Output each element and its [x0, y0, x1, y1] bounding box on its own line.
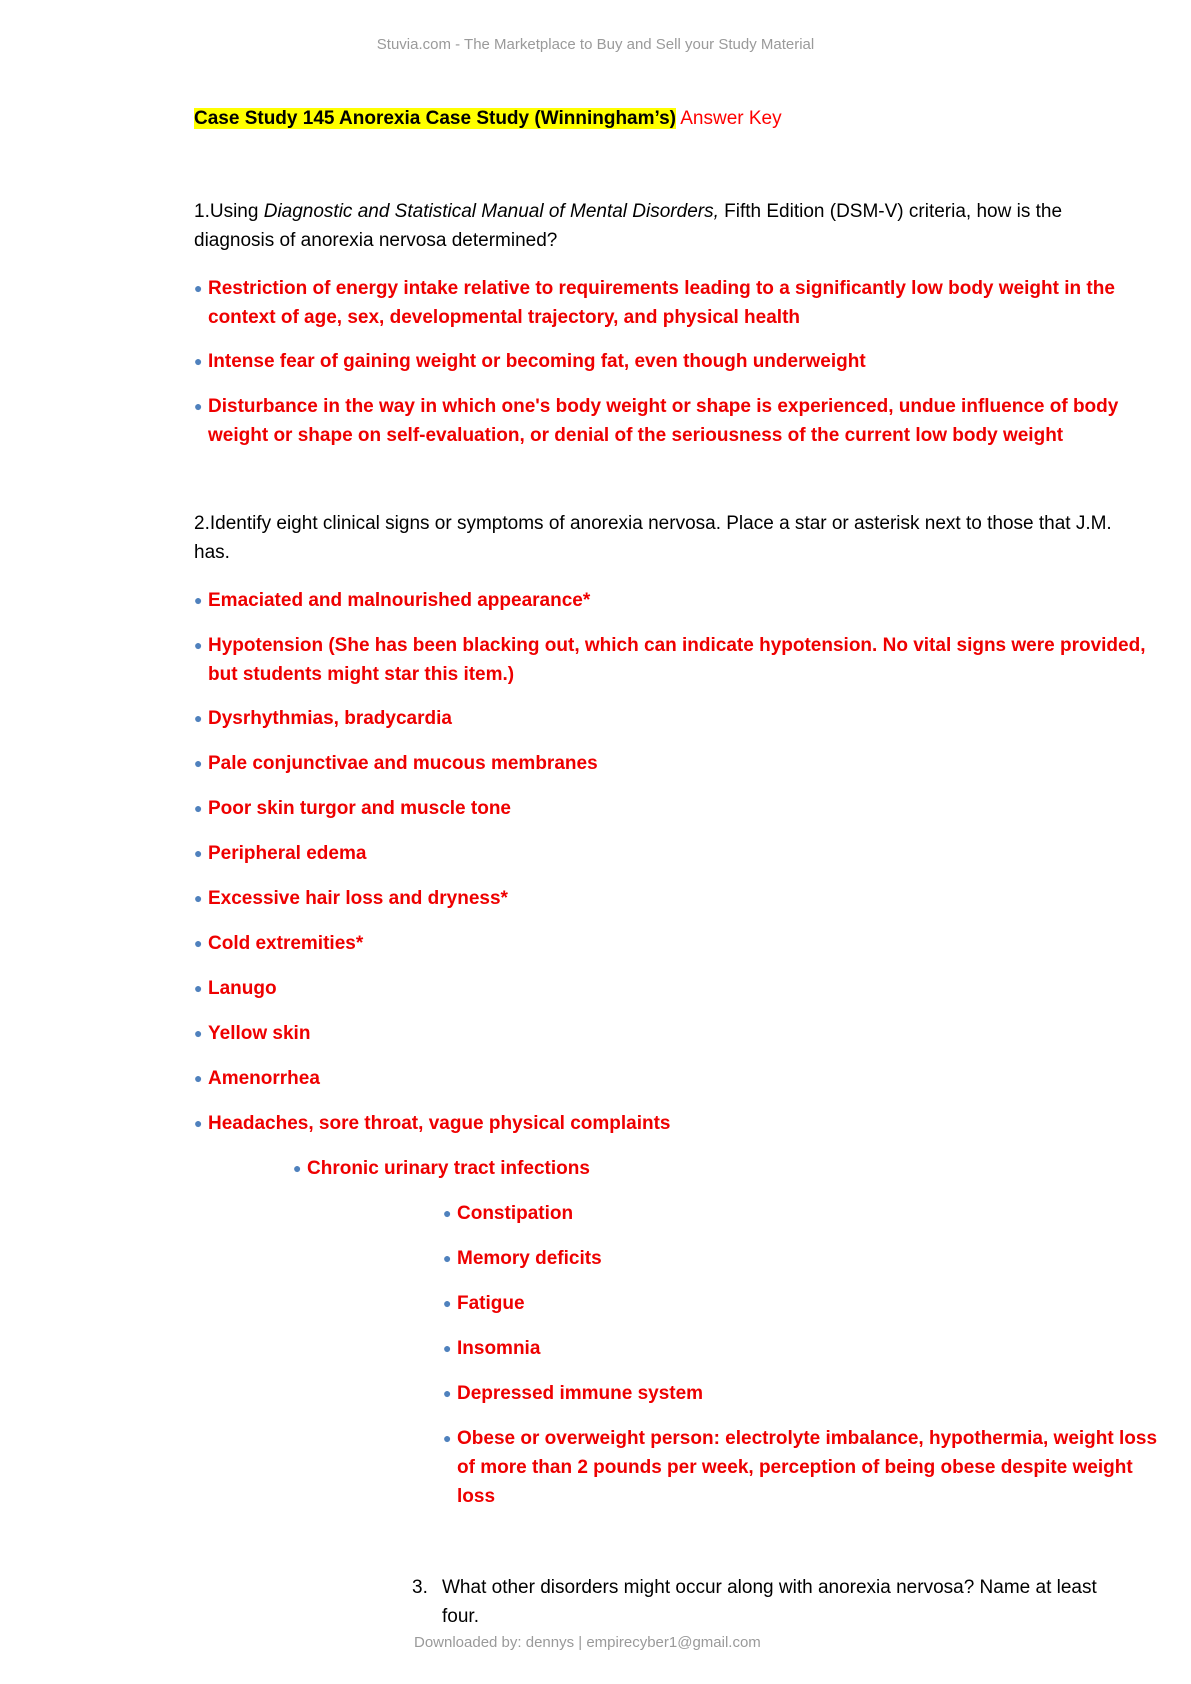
q2-answer-9-line-1: Lanugo — [208, 978, 277, 999]
q2-answer-14: ● Constipation — [443, 1199, 1167, 1228]
bullet-icon: ● — [194, 755, 203, 771]
q2-answer-15: ● Memory deficits — [443, 1244, 1167, 1273]
question-1: 1.Using Diagnostic and Statistical Manua… — [194, 197, 1154, 255]
bullet-icon: ● — [194, 800, 203, 816]
title-highlighted: Case Study 145 Anorexia Case Study (Winn… — [194, 108, 676, 129]
q1-answer-3: ● Disturbance in the way in which one's … — [194, 392, 1168, 450]
q2-answer-1: ● Emaciated and malnourished appearance* — [194, 586, 1168, 615]
bullet-icon: ● — [194, 637, 203, 653]
bullet-icon: ● — [443, 1385, 452, 1401]
question-3-line-2: four. — [442, 1606, 479, 1627]
q2-answer-4: ● Pale conjunctivae and mucous membranes — [194, 749, 1168, 778]
q2-answer-6-line-1: Peripheral edema — [208, 843, 367, 864]
q1-answer-1-line-2: context of age, sex, developmental traje… — [208, 307, 800, 328]
page-footer: Downloaded by: dennys | empirecyber1@gma… — [414, 1634, 761, 1651]
document-title: Case Study 145 Anorexia Case Study (Winn… — [194, 108, 782, 130]
question-1-post: Fifth Edition (DSM-V) criteria, how is t… — [718, 201, 1063, 222]
q2-answer-2: ● Hypotension (She has been blacking out… — [194, 631, 1168, 689]
q2-answer-5: ● Poor skin turgor and muscle tone — [194, 794, 1168, 823]
q2-answer-11: ● Amenorrhea — [194, 1064, 1168, 1093]
bullet-icon: ● — [194, 890, 203, 906]
question-2-number: 2. — [194, 513, 210, 534]
q2-answer-6: ● Peripheral edema — [194, 839, 1168, 868]
bullet-icon: ● — [194, 1070, 203, 1086]
q2-answer-10: ● Yellow skin — [194, 1019, 1168, 1048]
q2-answer-12-line-1: Headaches, sore throat, vague physical c… — [208, 1113, 671, 1134]
q1-answer-2-line-1: Intense fear of gaining weight or becomi… — [208, 351, 866, 372]
q2-answer-19-line-3: loss — [457, 1486, 496, 1507]
q2-answer-2-line-1: Hypotension (She has been blacking out, … — [208, 635, 1146, 656]
question-1-line-1: 1.Using Diagnostic and Statistical Manua… — [194, 197, 1154, 226]
question-3-number: 3. — [412, 1577, 428, 1598]
question-2-line-1: 2.Identify eight clinical signs or sympt… — [194, 509, 1174, 538]
bullet-icon: ● — [194, 353, 203, 369]
bullet-icon: ● — [194, 398, 203, 414]
question-1-italic: Diagnostic and Statistical Manual of Men… — [263, 201, 719, 222]
q1-answer-1-line-1: Restriction of energy intake relative to… — [208, 278, 1115, 299]
q2-answer-16-line-1: Fatigue — [457, 1293, 525, 1314]
q1-answer-3-line-2: weight or shape on self-evaluation, or d… — [208, 425, 1064, 446]
q2-answer-7: ● Excessive hair loss and dryness* — [194, 884, 1168, 913]
q2-answer-4-line-1: Pale conjunctivae and mucous membranes — [208, 753, 598, 774]
bullet-icon: ● — [293, 1160, 302, 1176]
title-answer-key: Answer Key — [676, 108, 782, 129]
q2-answer-19-line-2: of more than 2 pounds per week, percepti… — [457, 1457, 1133, 1478]
q2-answer-2-line-2: but students might star this item.) — [208, 664, 515, 685]
q2-answer-19: ● Obese or overweight person: electrolyt… — [443, 1424, 1167, 1511]
bullet-icon: ● — [194, 845, 203, 861]
q2-answer-16: ● Fatigue — [443, 1289, 1167, 1318]
q2-answer-8-line-1: Cold extremities* — [208, 933, 364, 954]
question-2-line-2: has. — [194, 542, 230, 563]
q2-answer-18-line-1: Depressed immune system — [457, 1383, 704, 1404]
question-3-text: What other disorders might occur along w… — [442, 1577, 1097, 1598]
q1-answer-2: ● Intense fear of gaining weight or beco… — [194, 347, 1168, 376]
bullet-icon: ● — [194, 1025, 203, 1041]
bullet-icon: ● — [443, 1295, 452, 1311]
bullet-icon: ● — [194, 980, 203, 996]
question-1-line-2: diagnosis of anorexia nervosa determined… — [194, 230, 558, 251]
q2-answer-3-line-1: Dysrhythmias, bradycardia — [208, 708, 452, 729]
bullet-icon: ● — [443, 1205, 452, 1221]
bullet-icon: ● — [443, 1430, 452, 1446]
question-3: 3. What other disorders might occur along… — [412, 1573, 1172, 1631]
question-2: 2.Identify eight clinical signs or sympt… — [194, 509, 1174, 567]
bullet-icon: ● — [443, 1250, 452, 1266]
q2-answer-13-line-1: Chronic urinary tract infections — [307, 1158, 590, 1179]
q2-answer-12: ● Headaches, sore throat, vague physical… — [194, 1109, 1168, 1138]
question-1-number: 1. — [194, 201, 210, 222]
q2-answer-10-line-1: Yellow skin — [208, 1023, 311, 1044]
bullet-icon: ● — [194, 280, 203, 296]
bullet-icon: ● — [443, 1340, 452, 1356]
q2-answer-17-line-1: Insomnia — [457, 1338, 541, 1359]
page-header: Stuvia.com - The Marketplace to Buy and … — [376, 36, 815, 53]
q2-answer-5-line-1: Poor skin turgor and muscle tone — [208, 798, 511, 819]
q2-answer-1-line-1: Emaciated and malnourished appearance* — [208, 590, 591, 611]
q2-answer-8: ● Cold extremities* — [194, 929, 1168, 958]
question-1-pre: Using — [209, 201, 264, 222]
q2-answer-18: ● Depressed immune system — [443, 1379, 1167, 1408]
q2-answer-13: ● Chronic urinary tract infections — [293, 1154, 1167, 1183]
q2-answer-14-line-1: Constipation — [457, 1203, 574, 1224]
q2-answer-9: ● Lanugo — [194, 974, 1168, 1003]
q2-answer-3: ● Dysrhythmias, bradycardia — [194, 704, 1168, 733]
bullet-icon: ● — [194, 935, 203, 951]
q2-answer-11-line-1: Amenorrhea — [208, 1068, 320, 1089]
question-2-text: Identify eight clinical signs or symptom… — [209, 513, 1112, 534]
bullet-icon: ● — [194, 592, 203, 608]
q2-answer-17: ● Insomnia — [443, 1334, 1167, 1363]
q2-answer-15-line-1: Memory deficits — [457, 1248, 602, 1269]
q1-answer-1: ● Restriction of energy intake relative … — [194, 274, 1168, 332]
bullet-icon: ● — [194, 710, 203, 726]
question-3-line-1: 3. What other disorders might occur along… — [412, 1573, 1172, 1602]
q2-answer-7-line-1: Excessive hair loss and dryness* — [208, 888, 508, 909]
q1-answer-3-line-1: Disturbance in the way in which one's bo… — [208, 396, 1119, 417]
q2-answer-19-line-1: Obese or overweight person: electrolyte … — [457, 1428, 1158, 1449]
bullet-icon: ● — [194, 1115, 203, 1131]
